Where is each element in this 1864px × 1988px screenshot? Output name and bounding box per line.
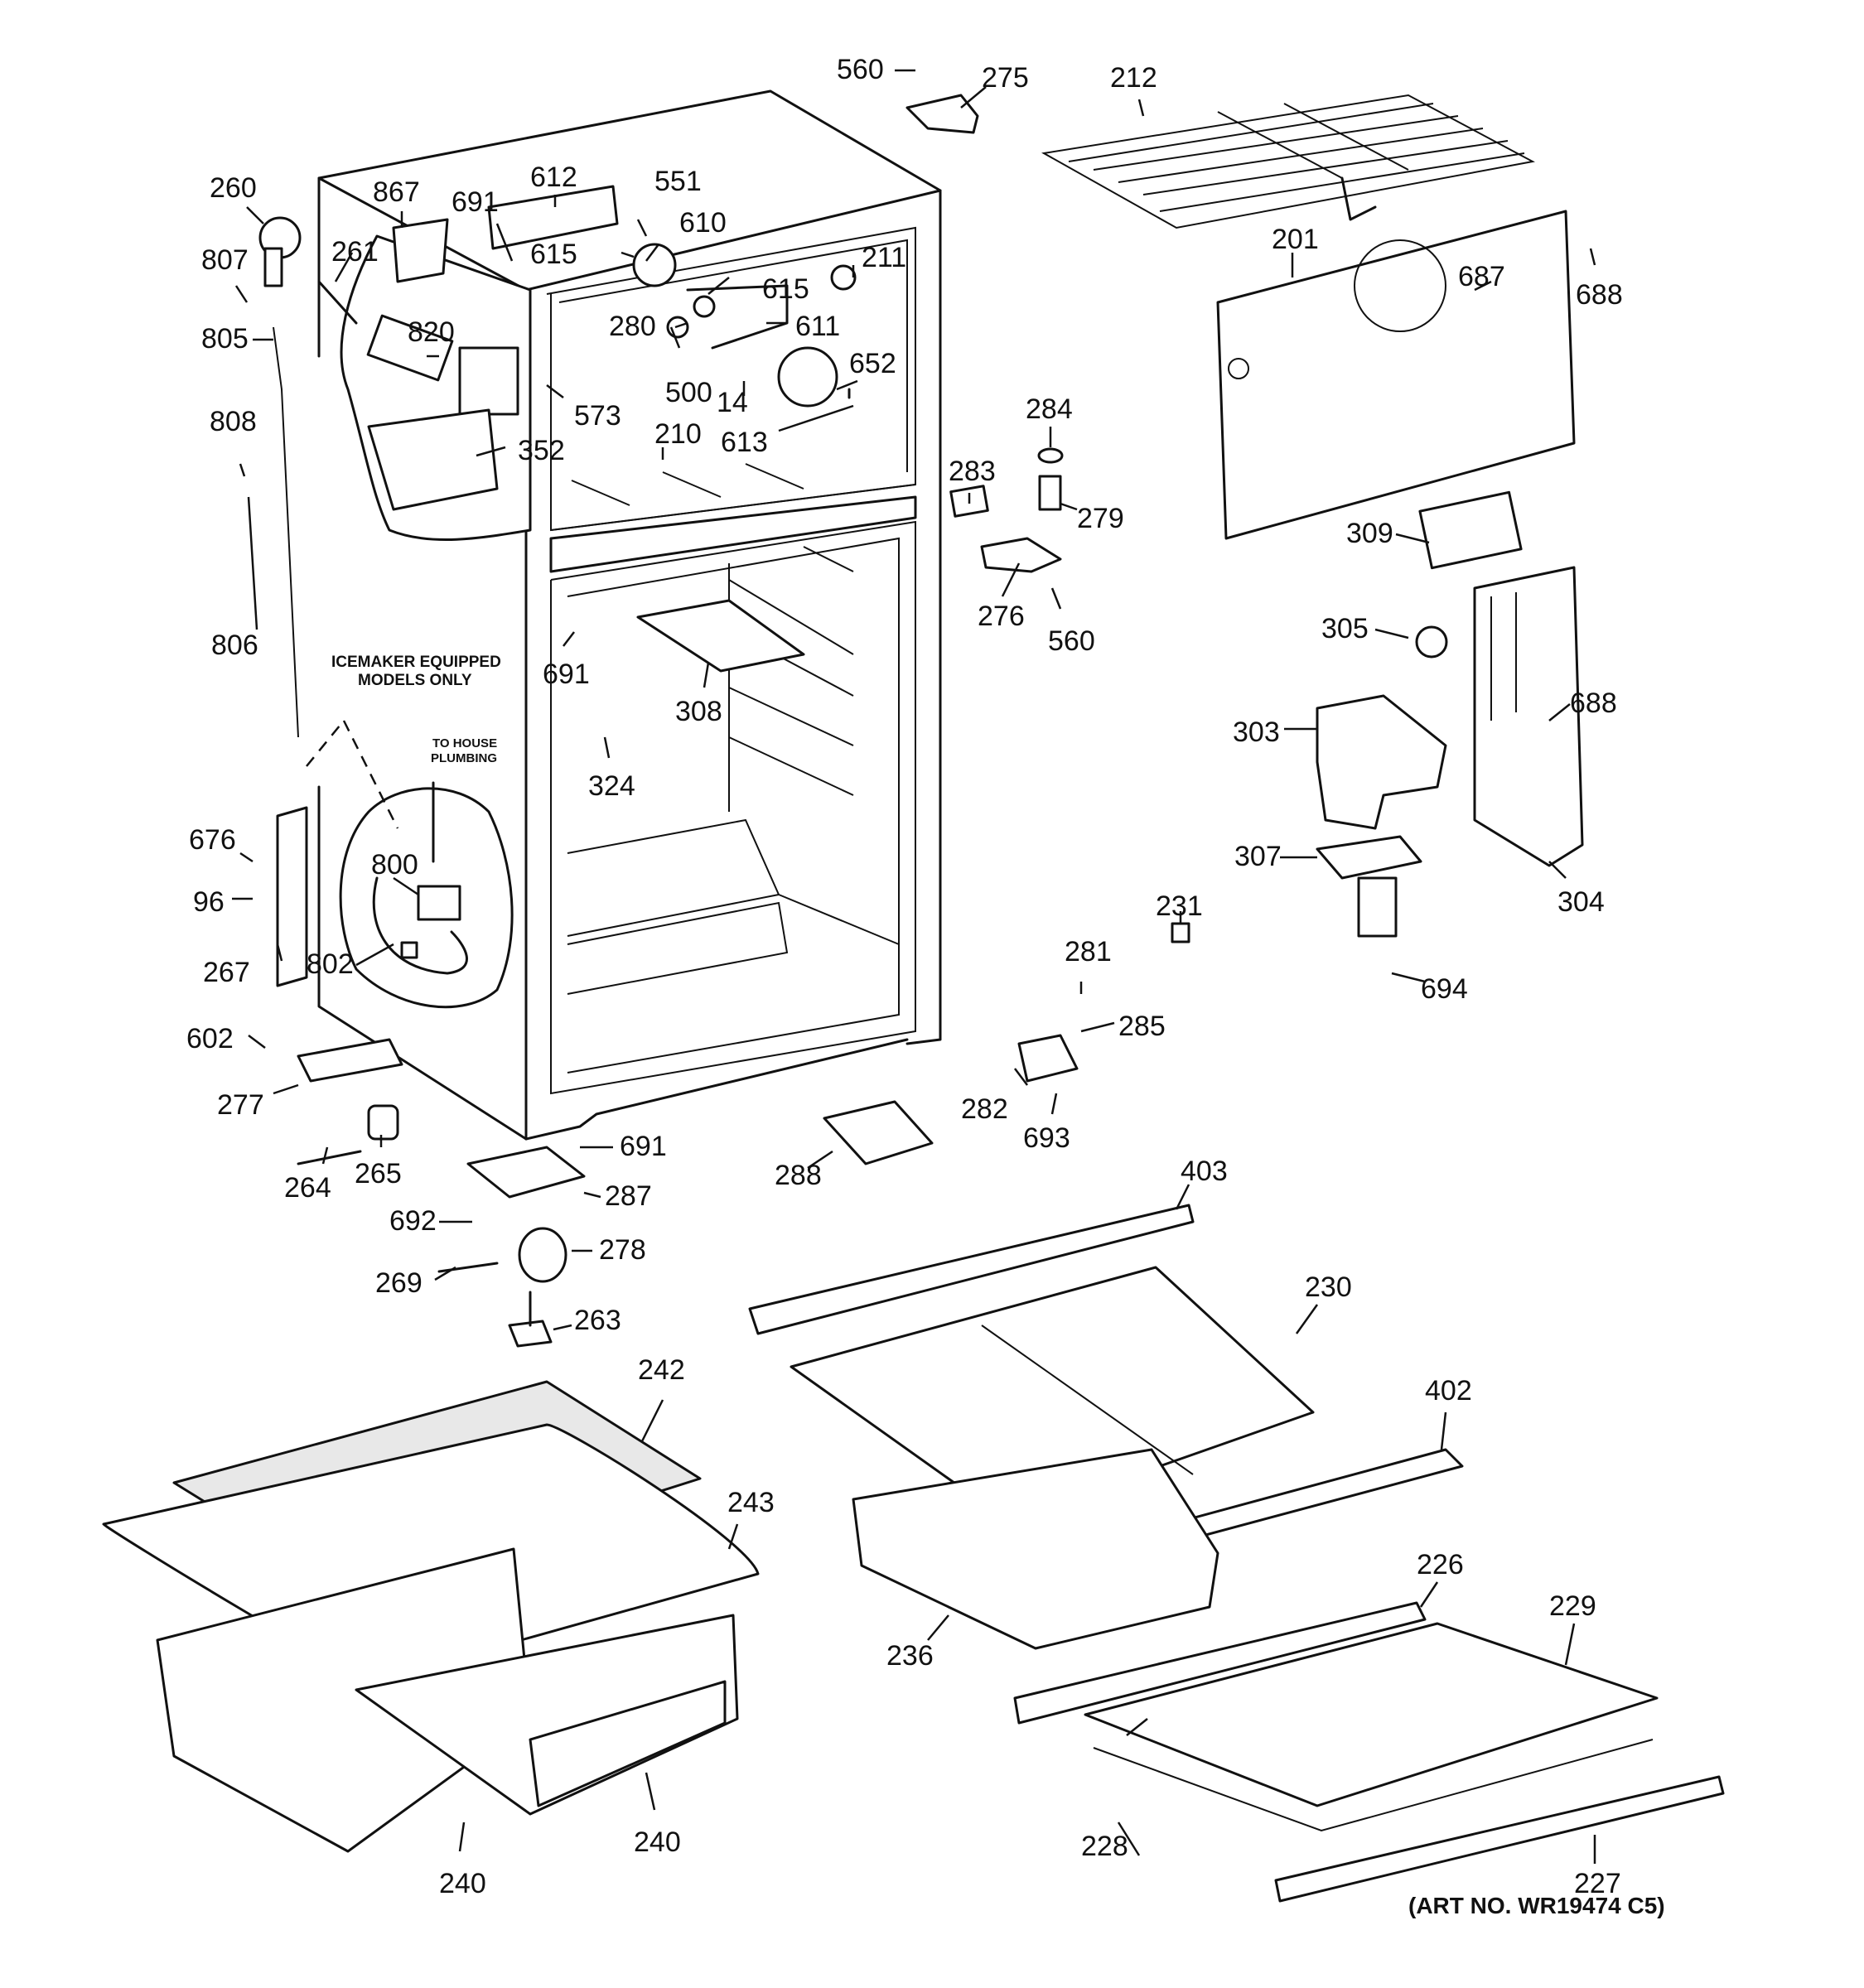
label-201: 201 <box>1272 224 1319 255</box>
label-242: 242 <box>638 1354 685 1386</box>
label-688-top: 688 <box>1576 279 1623 311</box>
label-227: 227 <box>1574 1868 1621 1899</box>
freezer-wire-shelf <box>1041 94 1535 229</box>
label-676: 676 <box>189 824 236 856</box>
label-279: 279 <box>1077 503 1124 534</box>
label-264: 264 <box>284 1172 331 1204</box>
label-688-mid: 688 <box>1570 688 1617 719</box>
shelf-308 <box>636 599 805 673</box>
label-551: 551 <box>654 166 702 197</box>
leader-lines <box>232 69 1596 1864</box>
label-308: 308 <box>675 696 722 727</box>
label-226: 226 <box>1417 1549 1464 1580</box>
label-14: 14 <box>717 387 748 418</box>
dispenser-parts <box>1316 566 1584 938</box>
label-687: 687 <box>1458 261 1505 292</box>
label-309: 309 <box>1346 518 1393 549</box>
label-282: 282 <box>961 1093 1008 1125</box>
label-403: 403 <box>1181 1156 1228 1187</box>
label-611: 611 <box>795 311 840 342</box>
label-693: 693 <box>1023 1122 1070 1154</box>
label-303: 303 <box>1233 717 1280 748</box>
label-652: 652 <box>849 348 896 379</box>
label-805: 805 <box>201 323 249 355</box>
plumbing-note-line2: PLUMBING <box>431 751 497 765</box>
label-867: 867 <box>373 176 420 208</box>
label-261: 261 <box>331 236 379 268</box>
label-236: 236 <box>886 1640 934 1672</box>
controls-and-fan <box>487 185 857 408</box>
label-228: 228 <box>1081 1831 1128 1862</box>
icemaker-note-line2: MODELS ONLY <box>358 672 472 689</box>
label-277: 277 <box>217 1089 264 1121</box>
label-284: 284 <box>1026 393 1073 425</box>
label-802: 802 <box>307 948 354 980</box>
label-276: 276 <box>978 601 1025 632</box>
label-691-top: 691 <box>452 186 499 218</box>
label-231: 231 <box>1156 890 1203 922</box>
label-560-mid: 560 <box>1048 625 1095 657</box>
label-800: 800 <box>371 849 418 881</box>
label-691-bottom: 691 <box>620 1131 667 1162</box>
label-500: 500 <box>665 377 712 408</box>
label-229: 229 <box>1549 1590 1596 1622</box>
plumbing-note-line1: TO HOUSE <box>432 736 497 750</box>
label-278: 278 <box>599 1234 646 1266</box>
label-230: 230 <box>1305 1271 1352 1303</box>
label-240-right: 240 <box>634 1826 681 1858</box>
evaporator-cover <box>1216 210 1576 570</box>
label-694: 694 <box>1421 973 1468 1005</box>
water-valve-assembly <box>273 326 468 975</box>
label-305: 305 <box>1321 613 1369 644</box>
label-240-left: 240 <box>439 1868 486 1899</box>
label-692: 692 <box>389 1205 437 1237</box>
label-352: 352 <box>518 435 565 466</box>
label-281: 281 <box>1065 936 1112 967</box>
label-402: 402 <box>1425 1375 1472 1407</box>
label-615-a: 615 <box>530 239 577 270</box>
label-612: 612 <box>530 162 577 193</box>
label-288: 288 <box>775 1160 822 1191</box>
label-691-mid: 691 <box>543 659 590 690</box>
label-560-top: 560 <box>837 54 884 85</box>
label-269: 269 <box>375 1267 423 1299</box>
label-324: 324 <box>588 770 635 802</box>
label-573: 573 <box>574 400 621 432</box>
label-287: 287 <box>605 1180 652 1212</box>
label-807: 807 <box>201 244 249 276</box>
label-615-b: 615 <box>762 273 809 305</box>
label-96: 96 <box>193 886 225 918</box>
fresh-food-shelves <box>748 1204 1725 1903</box>
label-613: 613 <box>721 427 768 458</box>
label-610: 610 <box>679 207 727 239</box>
icemaker-note-line1: ICEMAKER EQUIPPED <box>331 654 501 671</box>
label-283: 283 <box>949 456 996 487</box>
label-260: 260 <box>210 172 257 204</box>
hinges-and-hardware <box>276 94 1190 1348</box>
crisper-drawers-left <box>102 1380 760 1853</box>
notes: ICEMAKER EQUIPPED MODELS ONLY TO HOUSE P… <box>331 654 1665 1918</box>
label-211: 211 <box>862 242 906 273</box>
label-275: 275 <box>982 62 1029 94</box>
label-820: 820 <box>408 316 455 348</box>
label-243: 243 <box>727 1487 775 1518</box>
label-307: 307 <box>1234 841 1282 872</box>
art-number: (ART NO. WR19474 C5) <box>1408 1893 1665 1918</box>
label-285: 285 <box>1118 1011 1166 1042</box>
label-280: 280 <box>609 311 656 342</box>
label-808: 808 <box>210 406 257 437</box>
label-265: 265 <box>355 1158 402 1189</box>
icemaker-assembly <box>258 216 519 511</box>
label-602: 602 <box>186 1023 234 1054</box>
part-labels: 560 275 212 260 867 691 612 551 610 615 … <box>186 54 1623 1899</box>
label-267: 267 <box>203 957 250 988</box>
label-210: 210 <box>654 418 702 450</box>
label-304: 304 <box>1557 886 1605 918</box>
label-212: 212 <box>1110 62 1157 94</box>
label-806: 806 <box>211 630 258 661</box>
label-263: 263 <box>574 1305 621 1336</box>
